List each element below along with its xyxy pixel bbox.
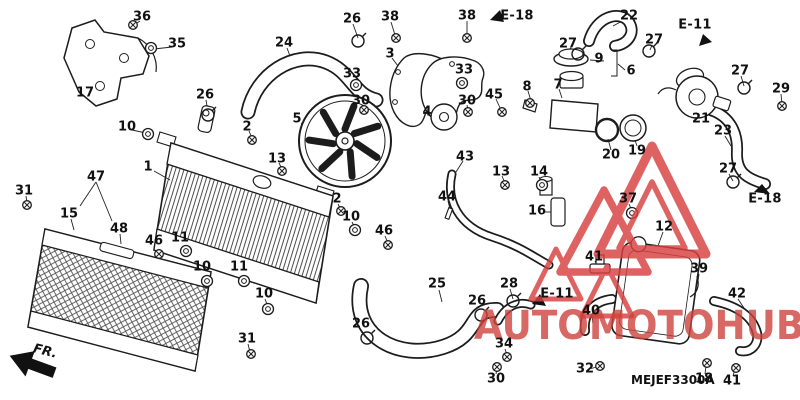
part-callout-38: 38: [457, 8, 477, 24]
part-callout-40: 40: [581, 303, 601, 319]
part-callout-18: 18: [694, 371, 714, 387]
water-pump-art: [389, 52, 485, 131]
part-callout-47: 47: [86, 169, 106, 185]
part-callout-39: 39: [689, 261, 709, 277]
part-callout-8: 8: [522, 79, 532, 95]
part-callout-35: 35: [167, 36, 187, 52]
part-callout-28: 28: [499, 276, 519, 292]
fasteners-art: [22, 20, 787, 373]
part-callout-30: 30: [457, 93, 477, 109]
grille-guard-art: [27, 228, 212, 372]
part-callout-26: 26: [342, 11, 362, 27]
part-callout-30: 30: [351, 93, 371, 109]
part-callout-3: 3: [385, 46, 395, 62]
part-callout-13: 13: [491, 164, 511, 180]
part-callout-2: 2: [242, 119, 252, 135]
part-callout-46: 46: [144, 233, 164, 249]
part-callout-31: 31: [237, 331, 257, 347]
part-callout-38: 38: [380, 9, 400, 25]
thermostat-art: [522, 48, 647, 227]
part-callout-37: 37: [618, 191, 638, 207]
part-callout-15: 15: [59, 206, 79, 222]
part-callout-27: 27: [718, 161, 738, 177]
part-callout-13: 13: [267, 151, 287, 167]
ref-label-E-18: E-18: [748, 191, 782, 207]
part-callout-32: 32: [575, 361, 595, 377]
ref-label-E-11: E-11: [678, 17, 712, 33]
part-callout-4: 4: [422, 104, 432, 120]
part-callout-36: 36: [132, 9, 152, 25]
watermark-text: AUTOMOTOHUB: [474, 303, 800, 349]
part-callout-10: 10: [341, 209, 361, 225]
part-callout-7: 7: [553, 77, 563, 93]
part-callout-27: 27: [644, 32, 664, 48]
part-callout-1: 1: [143, 159, 153, 175]
part-callout-5: 5: [292, 111, 302, 127]
part-callout-27: 27: [730, 63, 750, 79]
part-callout-24: 24: [274, 35, 294, 51]
part-callout-33: 33: [342, 66, 362, 82]
watermark-triangles: [528, 141, 711, 319]
part-callout-9: 9: [594, 51, 604, 67]
fan-art: [298, 94, 392, 188]
part-callout-21: 21: [691, 111, 711, 127]
part-callout-23: 23: [713, 123, 733, 139]
part-callout-48: 48: [109, 221, 129, 237]
part-callout-26: 26: [351, 316, 371, 332]
part-callout-22: 22: [619, 8, 639, 24]
part-callout-14: 14: [529, 164, 549, 180]
fr-arrow-icon: [9, 351, 57, 378]
part-callout-20: 20: [601, 147, 621, 163]
part-callout-46: 46: [374, 223, 394, 239]
part-callout-30: 30: [486, 371, 506, 387]
part-callout-2: 2: [332, 191, 342, 207]
right-pump-art: [657, 67, 732, 119]
part-callout-25: 25: [427, 276, 447, 292]
part-callout-6: 6: [626, 63, 636, 79]
part-callout-19: 19: [627, 143, 647, 159]
part-callout-43: 43: [455, 149, 475, 165]
part-callout-44: 44: [437, 189, 457, 205]
part-callout-26: 26: [195, 87, 215, 103]
part-callout-26: 26: [467, 293, 487, 309]
part-callout-17: 17: [75, 85, 95, 101]
part-callout-33: 33: [454, 62, 474, 78]
part-callout-45: 45: [484, 87, 504, 103]
part-callout-41: 41: [722, 373, 742, 389]
ref-label-E-18: E-18: [500, 8, 534, 24]
part-callout-11: 11: [170, 230, 190, 246]
part-callout-42: 42: [727, 286, 747, 302]
part-callout-27: 27: [558, 36, 578, 52]
part-callout-12: 12: [654, 219, 674, 235]
part-callout-41: 41: [584, 249, 604, 265]
ref-label-E-11: E-11: [540, 286, 574, 302]
part-callout-11: 11: [229, 259, 249, 275]
radiator-art: [153, 131, 335, 305]
part-callout-10: 10: [192, 259, 212, 275]
part-callout-29: 29: [771, 81, 791, 97]
hoses-art: [240, 10, 771, 359]
diagram-part-code: MEJEF3300A: [631, 373, 715, 387]
part-callout-16: 16: [527, 203, 547, 219]
part-callout-10: 10: [117, 119, 137, 135]
part-callout-10: 10: [254, 286, 274, 302]
part-callout-34: 34: [494, 336, 514, 352]
part-callout-31: 31: [14, 183, 34, 199]
upper-bracket-art: [63, 19, 157, 107]
